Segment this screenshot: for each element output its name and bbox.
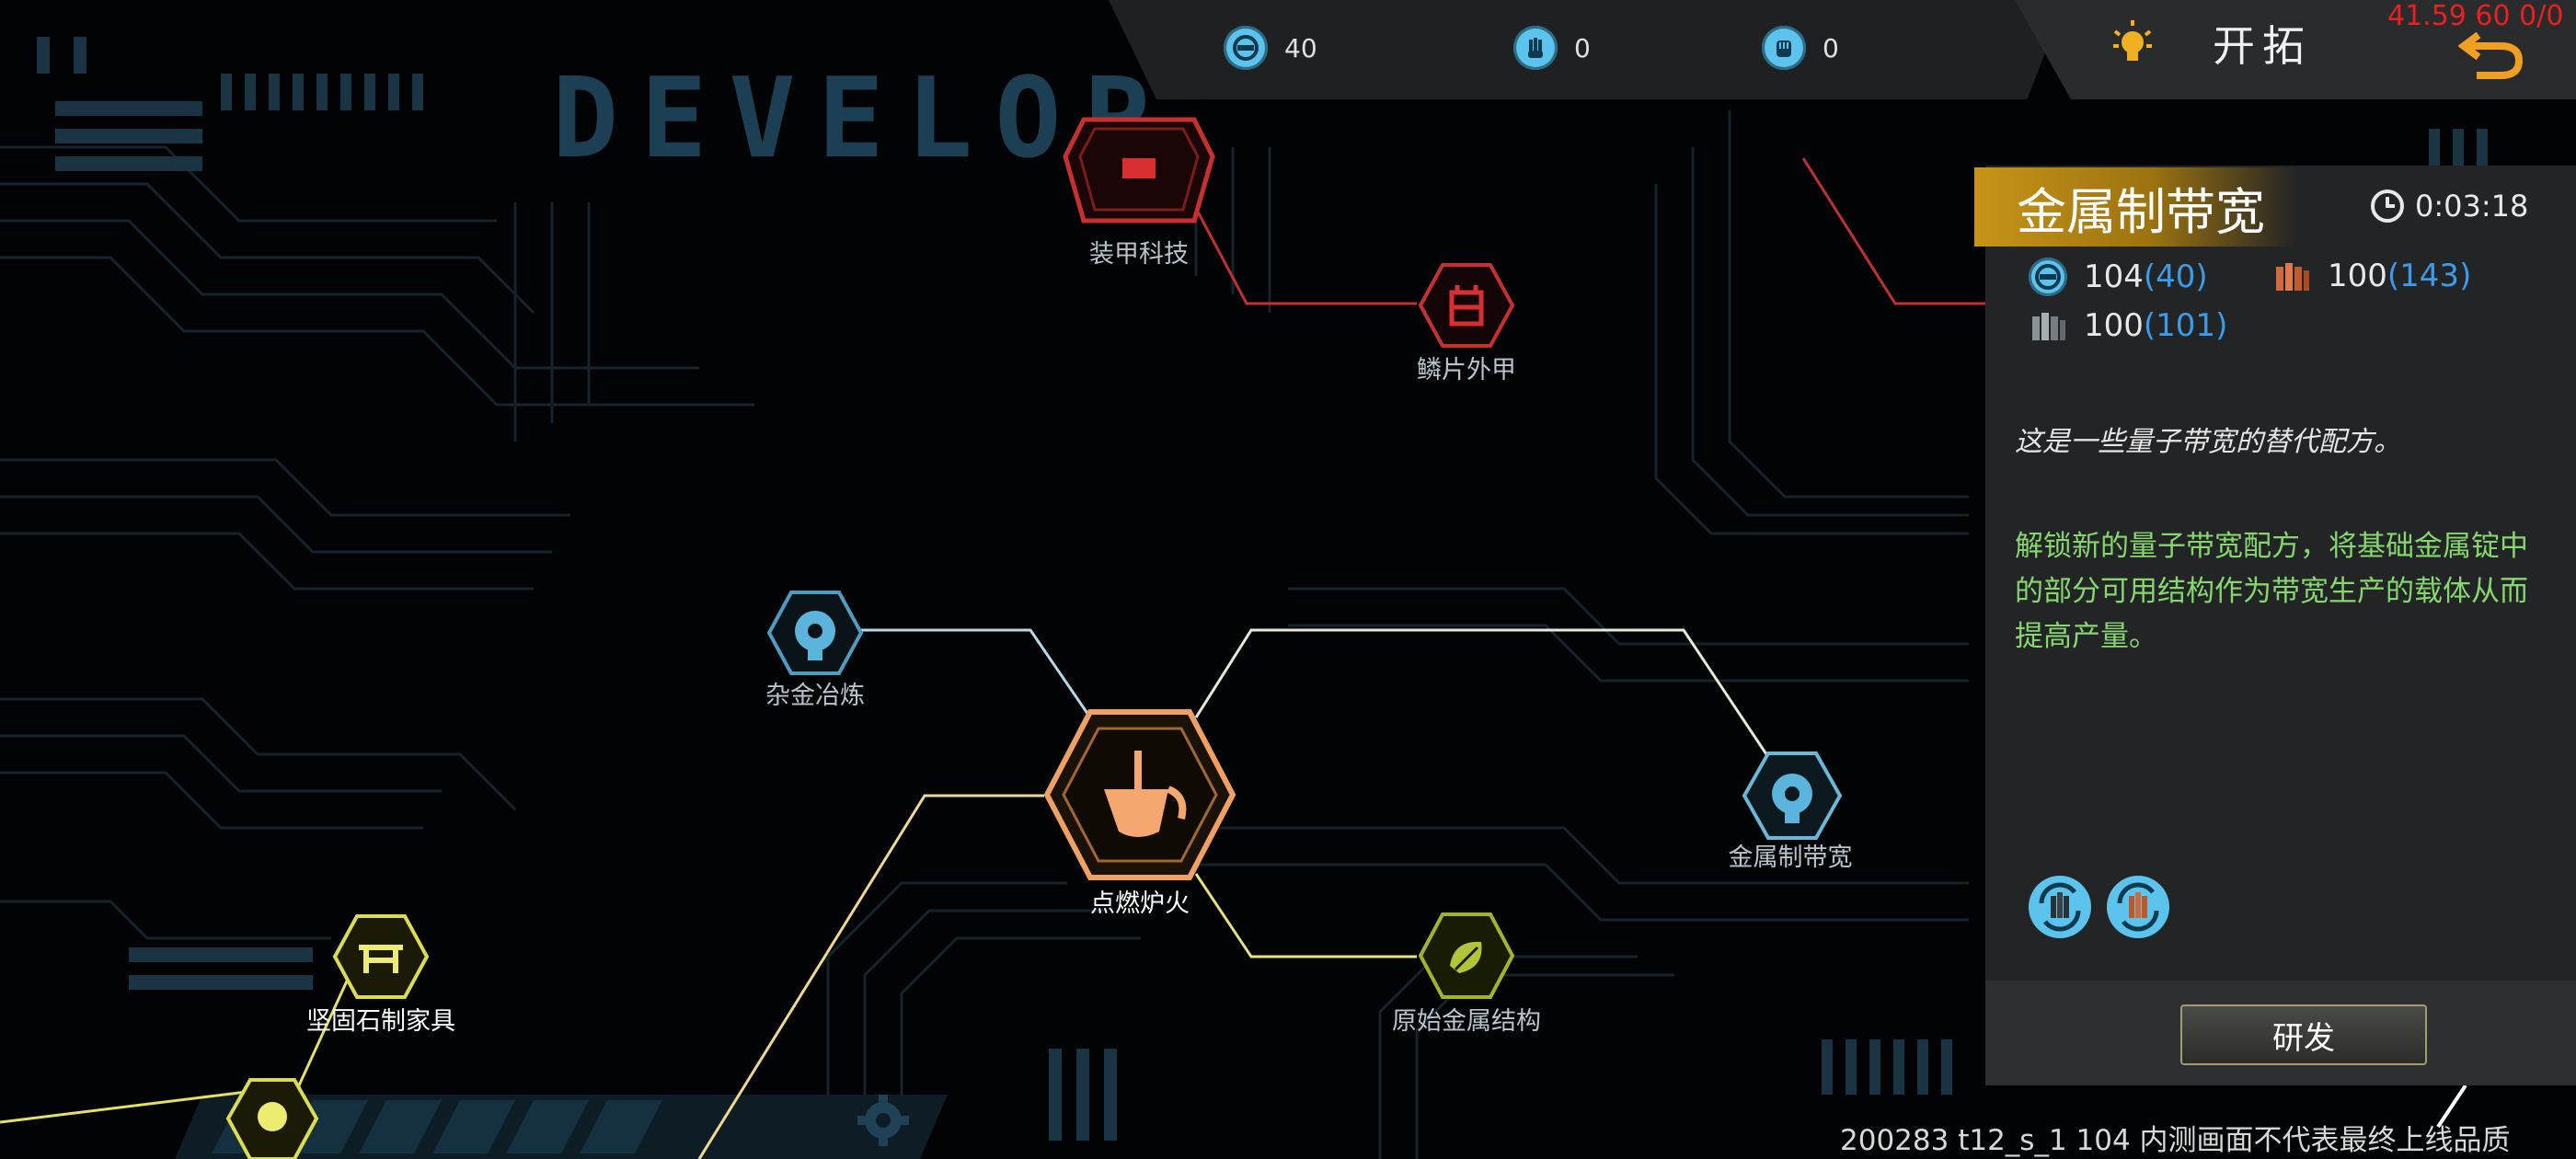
cost-copper: 100(143) — [2272, 258, 2471, 294]
resource-fist-value: 0 — [1823, 32, 1839, 63]
link-offscreen-red — [1801, 157, 1985, 305]
lightbulb-icon — [2113, 20, 2152, 61]
armor-icon — [1122, 158, 1156, 178]
tech-node-bottom-partial[interactable] — [224, 1076, 320, 1159]
table-icon — [359, 945, 403, 973]
resource-quantum-value: 40 — [1284, 32, 1317, 63]
tech-node-metal-bandwidth[interactable] — [1741, 750, 1844, 842]
fps-readout: 41.59 60 0/0 — [2387, 0, 2564, 32]
iron-ingot-icon — [2032, 313, 2065, 340]
tech-node-primitive-metal[interactable] — [1417, 911, 1516, 1001]
tech-description: 解锁新的量子带宽配方，将基础金属锭中的部分可用结构作为带宽生产的载体从而提高产量… — [2015, 530, 2528, 653]
tech-label-scale-armor: 鳞片外甲 — [1417, 356, 1516, 384]
settings-gear-icon[interactable] — [857, 1095, 909, 1146]
scale-armor-icon — [1449, 285, 1484, 327]
research-button[interactable]: 研发 — [2180, 1004, 2427, 1065]
tech-detail-panel — [1985, 166, 2576, 1085]
hand-coin-icon — [1513, 26, 1558, 70]
mode-label[interactable]: 开拓 — [2213, 21, 2312, 71]
quantum-coin-icon — [2029, 258, 2067, 296]
link-alloy-to-furnace — [860, 628, 1092, 718]
research-timer-value: 0:03:18 — [2415, 189, 2529, 224]
research-timer: 0:03:18 — [2369, 188, 2528, 224]
quantum-coin-icon — [1224, 26, 1268, 70]
develop-title-art: DEVELOP — [552, 55, 1172, 183]
resource-hand: 0 — [1513, 20, 1591, 75]
cost-quantum: 104(40) — [2029, 258, 2208, 296]
ore-icon — [258, 1102, 287, 1131]
link-furnace-to-bottom — [697, 794, 1044, 1159]
copper-ingot-icon — [2276, 263, 2309, 291]
resource-fist: 0 — [1762, 20, 1839, 75]
cost-iron: 100(101) — [2029, 307, 2227, 344]
link-furnace-to-metal — [1194, 873, 1417, 958]
tech-label-ignite-furnace: 点燃炉火 — [1090, 889, 1190, 918]
pouring-bucket-icon — [1104, 751, 1187, 837]
panel-title-bar — [1974, 167, 2296, 247]
link-furnace-to-bandwidth — [1194, 628, 1768, 755]
tech-flavor-text: 这是一些量子带宽的替代配方。 — [2015, 426, 2401, 458]
tech-node-alloy-smelting[interactable] — [765, 589, 865, 677]
tech-node-stone-furniture[interactable] — [331, 912, 431, 1001]
resource-bar — [1109, 0, 2065, 99]
tech-label-stone-furniture: 坚固石制家具 — [306, 1007, 455, 1036]
tech-label-metal-bandwidth: 金属制带宽 — [1728, 843, 1853, 872]
tech-label-alloy-smelting: 杂金冶炼 — [765, 682, 865, 710]
build-info-footer: 200283 t12_s_1 104 内测画面不代表最终上线品质 — [1840, 1124, 2511, 1157]
panel-title: 金属制带宽 — [2017, 183, 2265, 241]
tech-node-armor-tech[interactable] — [1047, 101, 1231, 230]
back-arrow-icon[interactable] — [2458, 22, 2524, 81]
tech-node-ignite-furnace[interactable] — [1040, 705, 1240, 885]
clock-icon — [2371, 189, 2404, 223]
fist-coin-icon — [1762, 26, 1806, 70]
resource-hand-value: 0 — [1574, 32, 1591, 63]
copper-bandwidth-recipe-icon[interactable] — [2107, 876, 2169, 938]
tech-label-armor-tech: 装甲科技 — [1089, 240, 1189, 269]
resource-quantum: 40 — [1224, 20, 1317, 75]
tech-label-primitive-metal: 原始金属结构 — [1392, 1007, 1541, 1036]
iron-bandwidth-recipe-icon[interactable] — [2029, 876, 2091, 938]
tech-node-scale-armor[interactable] — [1417, 259, 1516, 351]
